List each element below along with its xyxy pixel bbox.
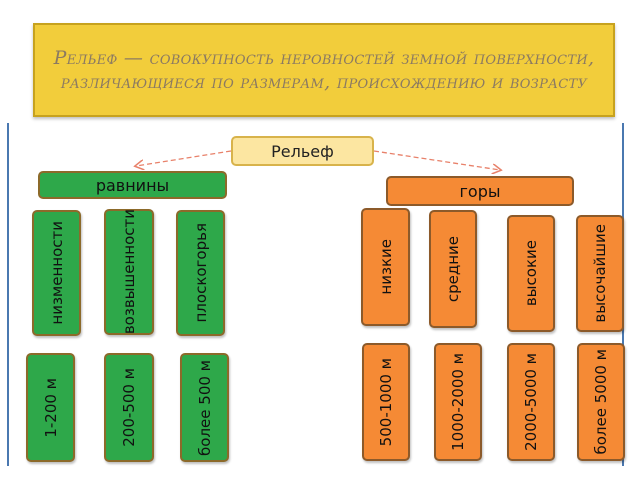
mountains-type-medium: средние <box>429 210 477 328</box>
mountains-height-label: 2000-5000 м <box>522 353 540 451</box>
mountains-height-3: 2000-5000 м <box>507 343 555 461</box>
mountains-type-high: высокие <box>507 215 555 332</box>
plains-height-label: более 500 м <box>195 359 214 456</box>
plains-height-3: более 500 м <box>180 353 229 462</box>
plains-height-1: 1-200 м <box>26 353 75 462</box>
mountains-height-label: 1000-2000 м <box>449 353 467 451</box>
arrow-to-plains <box>136 150 232 166</box>
plains-height-2: 200-500 м <box>104 353 154 462</box>
plains-type-uplands: возвышенности <box>104 209 154 335</box>
plains-type-plateaus: плоскогорья <box>176 210 225 336</box>
mountains-type-label: низкие <box>376 239 395 295</box>
mountains-type-highest: высочайшие <box>576 215 624 332</box>
mountains-height-label: 500-1000 м <box>377 357 395 447</box>
plains-type-label: плоскогорья <box>191 223 210 323</box>
mountains-box: горы <box>386 176 574 206</box>
mountains-type-label: средние <box>444 235 462 303</box>
mountains-type-low: низкие <box>361 208 410 326</box>
plains-type-label: низменности <box>47 221 66 325</box>
title-text: Рельеф — совокупность неровностей земной… <box>53 47 595 93</box>
plains-type-label: возвышенности <box>120 209 138 335</box>
plains-height-label: 200-500 м <box>120 368 138 447</box>
relief-root-box: Рельеф <box>231 136 374 166</box>
plains-type-lowlands: низменности <box>32 210 81 336</box>
plains-box: равнины <box>38 171 227 199</box>
mountains-type-label: высочайшие <box>591 224 609 323</box>
mountains-height-2: 1000-2000 м <box>434 343 482 461</box>
mountains-height-4: более 5000 м <box>577 343 625 461</box>
mountains-type-label: высокие <box>522 240 540 307</box>
mountains-height-1: 500-1000 м <box>362 343 410 461</box>
mountains-height-label: более 5000 м <box>592 349 610 455</box>
title-banner: Рельеф — совокупность неровностей земной… <box>33 23 615 117</box>
arrow-to-mountains <box>373 150 500 170</box>
plains-height-label: 1-200 м <box>41 377 60 438</box>
